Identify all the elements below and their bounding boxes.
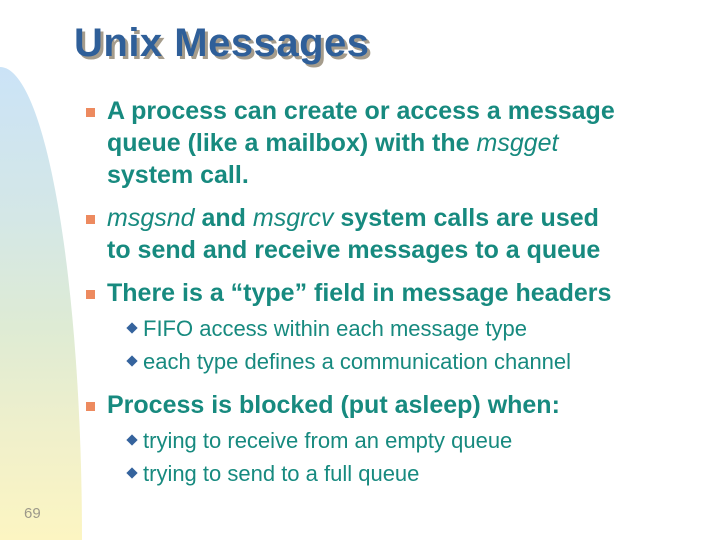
diamond-bullet-icon bbox=[126, 355, 138, 367]
square-bullet-icon bbox=[86, 290, 95, 299]
square-bullet-icon bbox=[86, 108, 95, 117]
text-segment: trying to receive from an empty queue bbox=[143, 428, 513, 453]
bullet-text: There is a “type” field in message heade… bbox=[107, 279, 611, 307]
sub-bullet-item: trying to receive from an empty queue bbox=[126, 424, 700, 457]
slide-title: Unix Messages bbox=[74, 21, 370, 65]
text-segment: A process can create or access a message… bbox=[107, 97, 615, 157]
text-segment: system calls are used to send and receiv… bbox=[107, 204, 601, 264]
bullet-text: Process is blocked (put asleep) when: bbox=[107, 391, 560, 419]
page-number: 69 bbox=[24, 505, 41, 522]
text-segment: There is a “type” field in message heade… bbox=[107, 279, 612, 307]
bullet-item: Process is blocked (put asleep) when: bbox=[85, 389, 700, 421]
sub-bullet-item: FIFO access within each message type bbox=[126, 312, 700, 345]
diamond-bullet-icon bbox=[126, 434, 138, 446]
bullet-text: each type defines a communication channe… bbox=[143, 349, 571, 374]
text-segment: trying to send to a full queue bbox=[143, 461, 420, 486]
square-bullet-icon bbox=[86, 215, 95, 224]
bullet-text: msgsnd and msgrcv system calls are used … bbox=[107, 204, 600, 264]
bullet-item: msgsnd and msgrcv system calls are used … bbox=[85, 202, 700, 266]
text-segment: system call. bbox=[107, 161, 249, 189]
bullet-item: There is a “type” field in message heade… bbox=[85, 277, 700, 309]
square-bullet-icon bbox=[86, 402, 95, 411]
text-segment: Process is blocked (put asleep) when: bbox=[107, 391, 560, 419]
side-gradient-decoration bbox=[0, 67, 82, 540]
diamond-bullet-icon bbox=[126, 322, 138, 334]
text-segment: and bbox=[194, 204, 253, 232]
sub-bullet-item: each type defines a communication channe… bbox=[126, 345, 700, 378]
text-segment: msgsnd bbox=[107, 204, 195, 232]
text-segment: FIFO access within each message type bbox=[143, 316, 527, 341]
bullet-item: A process can create or access a message… bbox=[85, 95, 700, 191]
text-segment: msgget bbox=[476, 129, 559, 157]
bullet-text: trying to send to a full queue bbox=[143, 461, 419, 486]
diamond-bullet-icon bbox=[126, 467, 138, 479]
bullet-text: FIFO access within each message type bbox=[143, 316, 527, 341]
text-segment: msgrcv bbox=[252, 204, 334, 232]
sub-bullet-item: trying to send to a full queue bbox=[126, 457, 700, 490]
bullet-text: trying to receive from an empty queue bbox=[143, 428, 512, 453]
bullet-text: A process can create or access a message… bbox=[107, 97, 615, 189]
text-segment: each type defines a communication channe… bbox=[143, 349, 572, 374]
bullet-list: A process can create or access a message… bbox=[85, 95, 700, 490]
